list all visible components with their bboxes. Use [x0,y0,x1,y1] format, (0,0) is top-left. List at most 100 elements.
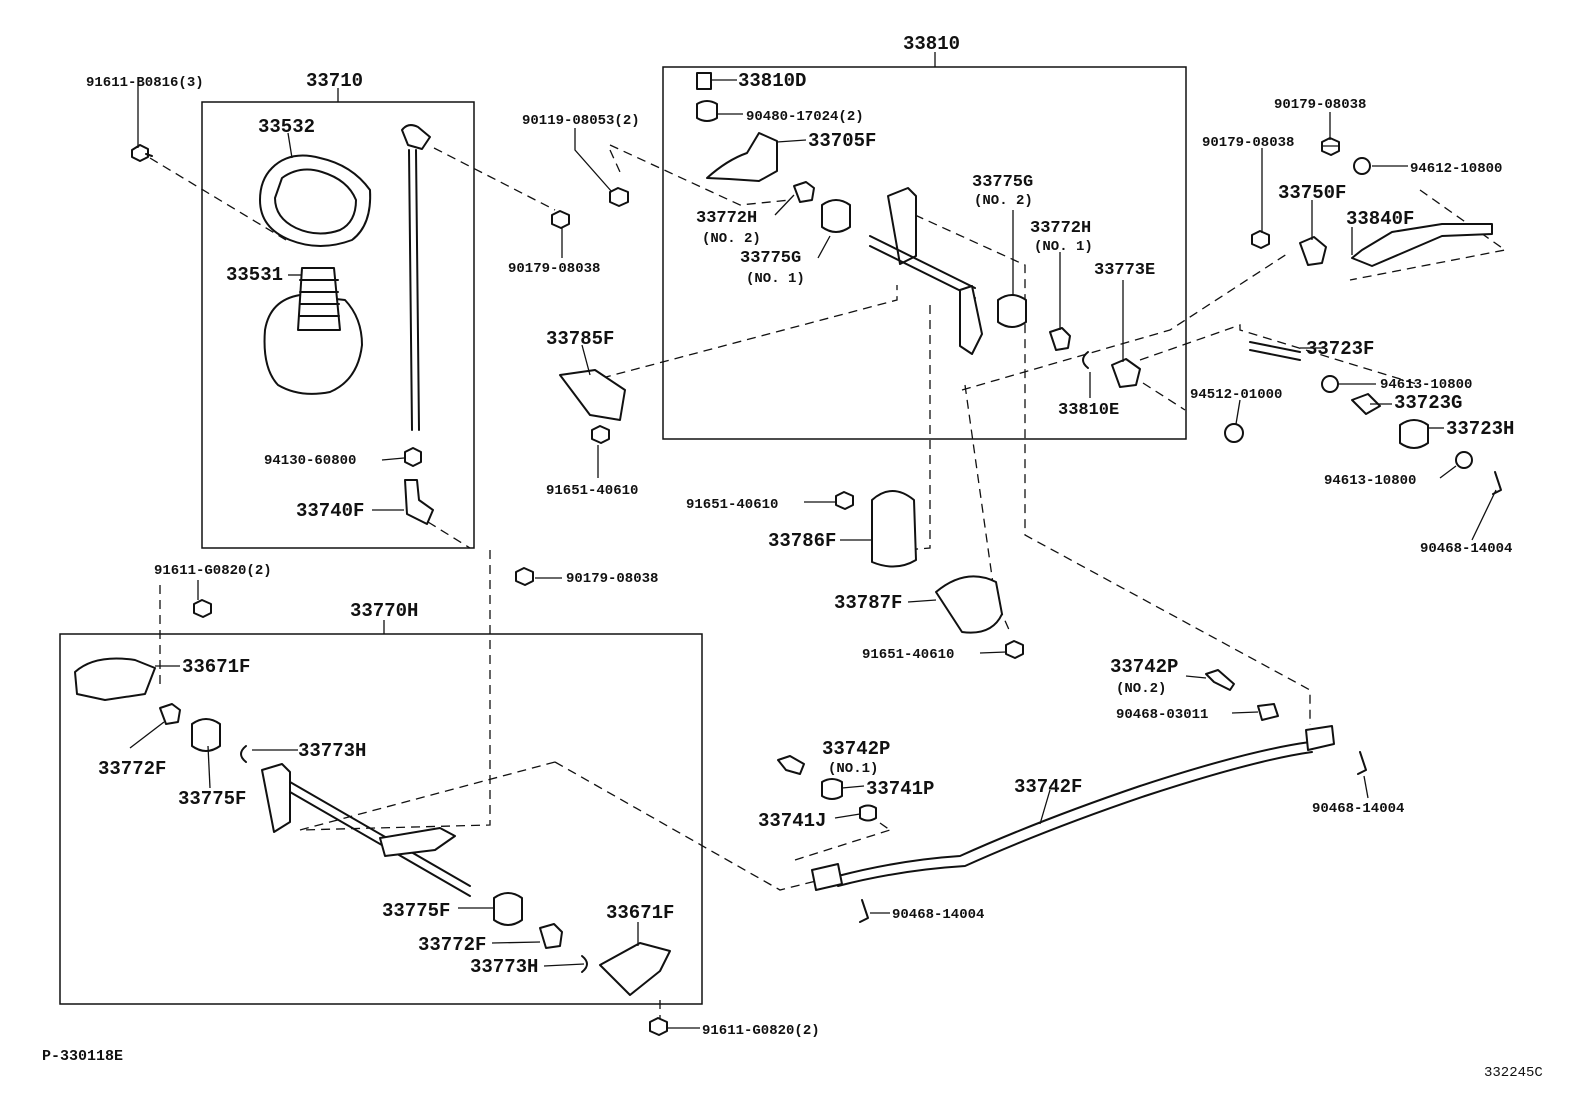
bolt-91611-g0820-top [193,599,212,618]
label-90179-08038-c: 90179-08038 [1274,97,1366,113]
label-33775g-no1: 33775G [740,249,801,268]
label-90179-08038-d: 90179-08038 [1202,135,1294,151]
clip-90468-14004-c [859,899,869,923]
label-90179-08038-a: 90179-08038 [508,261,600,277]
label-94612-10800: 94612-10800 [1410,161,1502,177]
label-33532: 33532 [258,116,315,138]
label-33723f: 33723F [1306,338,1374,360]
bush-33775f-a [191,718,221,752]
label-33671f-b: 33671F [606,902,674,924]
bracket-33785f [559,369,626,421]
label-33785f: 33785F [546,328,614,350]
bushing-33773e [1111,358,1141,388]
label-33810e: 33810E [1058,401,1119,420]
label-33742p-no1-note: (NO.1) [828,761,878,777]
washer-94613-10800-a [1321,375,1339,393]
insulator-33772h-no2 [793,181,815,203]
label-33773e: 33773E [1094,261,1155,280]
bush-33775f-b [493,892,523,926]
label-33775g-no2: 33775G [972,173,1033,192]
bush-33741p [821,778,843,800]
insulator-33772h-no1 [1049,327,1071,351]
bolt-91611-g0820-bot [649,1017,668,1036]
shift-lever-33810 [869,187,983,355]
label-91651-40610-a: 91651-40610 [546,483,638,499]
label-94613-10800-b: 94613-10800 [1324,473,1416,489]
label-33772f: 33772F [98,758,166,780]
clip-90468-14004-a [1492,471,1502,495]
pin-33742p-no1 [777,755,805,775]
nut-90179-08038-b [515,567,534,586]
cover-33787f [935,575,1003,634]
bush-33741j [859,804,877,822]
shift-shaft-33770h [261,763,471,897]
label-33773h-b: 33773H [470,956,538,978]
label-33705f: 33705F [808,130,876,152]
label-33742f: 33742F [1014,776,1082,798]
bolt-90119-08053 [609,187,629,207]
label-33671f-a: 33671F [182,656,250,678]
label-90468-14004-b: 90468-14004 [1312,801,1404,817]
washer-94612-10800 [1353,157,1371,175]
label-33741p: 33741P [866,778,934,800]
clip-33773h-a [240,745,247,763]
boot-cover-33531 [263,267,363,395]
bush-33723g [1351,393,1381,415]
bolt-91651-40610-a [591,425,610,444]
clip-33810e [1082,351,1089,369]
label-90468-14004-a: 90468-14004 [1420,541,1512,557]
label-33772f-b: 33772F [418,934,486,956]
label-33772h-no1: 33772H [1030,219,1091,238]
collar-90480-17024 [696,100,718,122]
bracket-33705f [706,132,778,182]
label-90468-14004-c: 90468-14004 [892,907,984,923]
label-94512-01000: 94512-01000 [1190,387,1282,403]
label-33810d: 33810D [738,70,806,92]
label-33772h-no2-note: (NO. 2) [702,231,761,247]
clip-90468-14004-b [1357,751,1367,775]
pin-33742p-no2 [1205,669,1235,691]
label-33772h-no1-note: (NO. 1) [1034,239,1093,255]
label-33775f-b: 33775F [382,900,450,922]
pin-33723f [1249,341,1301,361]
washer-94512-01000 [1224,423,1244,443]
label-94613-10800-a: 94613-10800 [1380,377,1472,393]
insulator-33772f [159,703,181,725]
label-33742p-no1: 33742P [822,738,890,760]
joint-33740f [404,479,434,525]
ref-code-left: P-330118E [42,1048,123,1065]
clip-90468-03011 [1257,703,1279,721]
nut-90179-08038-a [551,210,570,229]
bush-33775g-no2 [997,294,1027,328]
label-91651-40610-b: 91651-40610 [686,497,778,513]
label-33787f: 33787F [834,592,902,614]
label-90179-08038-b: 90179-08038 [566,571,658,587]
bolt-33750f [1299,236,1327,266]
bracket-33671f-a [74,657,156,701]
bolt-91611-b0816 [131,144,153,162]
label-33775f-a: 33775F [178,788,246,810]
control-rod-33742f [811,725,1335,891]
nut-90179-08038-d [1251,230,1270,249]
label-33775g-no1-note: (NO. 1) [746,271,805,287]
bush-33810d [696,72,712,90]
washer-94613-10800-b [1455,451,1473,469]
label-33775g-no2-note: (NO. 2) [974,193,1033,209]
label-33772h-no2: 33772H [696,209,757,228]
shift-rod [401,124,431,431]
gasket-33532 [259,154,372,247]
label-90119-08053: 90119-08053(2) [522,113,640,129]
clip-33773h-b [581,955,588,973]
label-90468-03011: 90468-03011 [1116,707,1208,723]
group-label-33710: 33710 [306,70,363,92]
ref-code-right: 332245C [1484,1065,1543,1081]
label-91611-g0820-bot: 91611-G0820(2) [702,1023,820,1039]
bush-33775g-no1 [821,199,851,233]
label-94130-60800: 94130-60800 [264,453,356,469]
group-box-33810 [662,66,1187,440]
label-91651-40610-c: 91651-40610 [862,647,954,663]
bracket-33671f-b [599,942,671,996]
cover-33786f [871,490,917,568]
label-33742p-no2: 33742P [1110,656,1178,678]
